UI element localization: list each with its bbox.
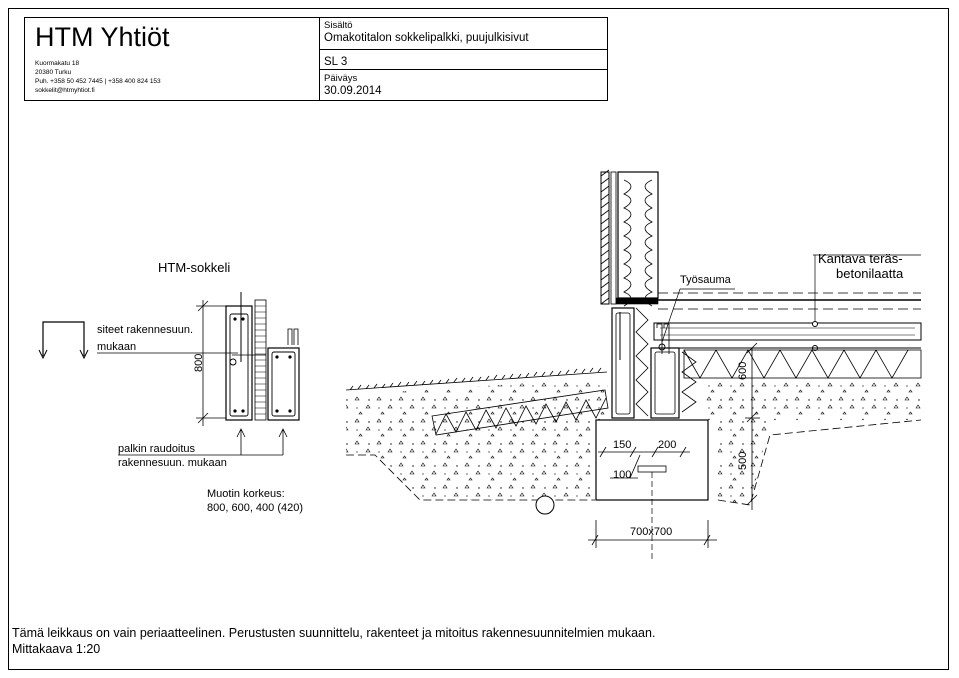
- stirrups-label-1: siteet rakennesuun.: [97, 324, 193, 336]
- address-line: Kuormakatu 18: [35, 60, 80, 67]
- sheet-value: SL 3: [324, 56, 348, 68]
- dim-150: 150: [613, 439, 631, 451]
- form-height-label-1: Muotin korkeus:: [207, 488, 285, 500]
- dim-200: 200: [658, 439, 676, 451]
- fill-soil: [705, 380, 921, 505]
- stirrups-label-2: mukaan: [97, 341, 136, 353]
- dim-500: 500: [737, 452, 749, 470]
- title-block-rule: [320, 49, 608, 50]
- dim-600: 600: [737, 362, 749, 380]
- footer-scale: Mittakaava 1:20: [12, 642, 101, 656]
- height-dimension: [196, 300, 226, 426]
- title-block: HTM Yhtiöt Kuormakatu 18 20380 Turku Puh…: [24, 17, 608, 101]
- ground-surface: [345, 367, 608, 391]
- slab-insulation: [683, 349, 922, 379]
- company-address: Kuormakatu 18 20380 Turku Puh. +358 50 4…: [35, 59, 161, 95]
- drain-pipe: [535, 495, 555, 515]
- rebar-dots: [233, 317, 292, 413]
- content-label: Sisältö: [324, 20, 353, 31]
- dim-footing: 700x700: [630, 526, 672, 538]
- drawing-frame: [8, 8, 949, 670]
- rebar-label-1: palkin raudoitus: [118, 443, 196, 455]
- stirrup-symbol: [38, 321, 89, 360]
- rebar-leader: [118, 428, 288, 456]
- floor-layers: [653, 292, 922, 351]
- slab-label-2: betonilaatta: [836, 266, 904, 281]
- date-value: 30.09.2014: [324, 85, 382, 97]
- foundation-beam: [611, 307, 697, 419]
- address-line: Puh. +358 50 452 7445 | +358 400 824 153: [35, 78, 161, 85]
- joint-leader: [661, 288, 735, 343]
- footer-note: Tämä leikkaus on vain periaatteelinen. P…: [12, 626, 656, 640]
- dim-100: 100: [613, 469, 631, 481]
- detail-title: HTM-sokkeli: [158, 260, 230, 275]
- rebar-label-2: rakennesuun. mukaan: [118, 457, 227, 469]
- slab-label-1: Kantava teräs-: [818, 251, 903, 266]
- address-line: sokkelit@htmyhtiot.fi: [35, 87, 95, 94]
- content-value: Omakotitalon sokkelipalkki, puujulkisivu…: [324, 32, 529, 44]
- fill-soil: [346, 378, 608, 500]
- footing-dimensions: [588, 446, 717, 548]
- form-height-label-2: 800, 600, 400 (420): [207, 502, 303, 514]
- vertical-dimensions: [745, 342, 760, 510]
- footing: [595, 419, 709, 560]
- company-name: HTM Yhtiöt: [35, 22, 170, 52]
- height-dimension-value: 800: [193, 354, 205, 372]
- title-block-rule: [320, 69, 608, 70]
- title-block-divider: [319, 18, 320, 100]
- slab-leader: [813, 254, 921, 324]
- address-line: 20380 Turku: [35, 69, 72, 76]
- timber-wall: [600, 169, 659, 307]
- date-label: Päiväys: [324, 73, 358, 84]
- footer-notes: Tämä leikkaus on vain periaatteelinen. P…: [12, 625, 655, 657]
- excavation-line: [346, 419, 922, 506]
- joint-label: Työsauma: [680, 274, 732, 286]
- formwork-block: [225, 292, 300, 421]
